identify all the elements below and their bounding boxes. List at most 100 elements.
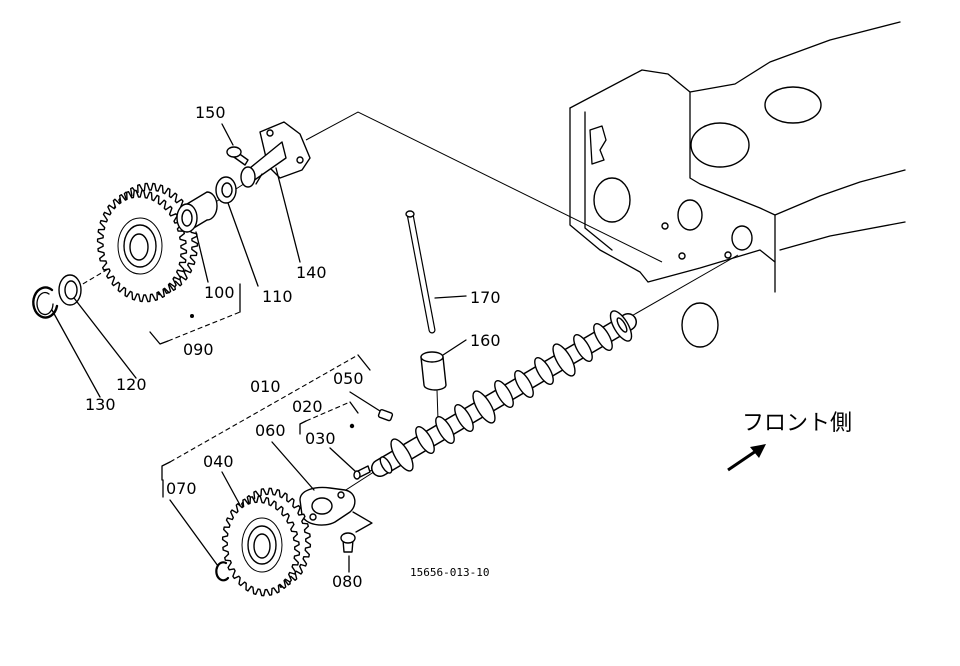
- block-top-outline: [569, 21, 901, 109]
- idle-gear-090: [96, 182, 199, 318]
- leader-040: [221, 471, 241, 506]
- block-hole-cam-bore: [731, 225, 753, 251]
- cam-lobe: [454, 404, 474, 432]
- label-100: 100: [204, 283, 235, 302]
- label-090: 090: [183, 340, 214, 359]
- leader-060: [271, 441, 315, 491]
- gear-090-dot: [190, 314, 194, 318]
- cam-lobe: [435, 416, 455, 444]
- circlip-130-inner: [36, 291, 54, 316]
- thrust-plate-060: [299, 486, 356, 526]
- block-hole-lower: [681, 302, 719, 348]
- cam-gear-040: [221, 487, 312, 597]
- block-bolt-hole-3: [724, 251, 732, 259]
- pin-020-end: [353, 470, 361, 480]
- cam-lobe: [415, 426, 435, 454]
- bracket-080: [352, 511, 373, 533]
- label-080: 080: [332, 572, 363, 591]
- tappet-160: [420, 351, 447, 391]
- washer-110-inner: [221, 182, 233, 198]
- leader-110: [227, 202, 259, 287]
- camshaft-nose: [379, 456, 393, 474]
- bushing-100-bore: [181, 209, 193, 227]
- plate-060-bolt-hole-2: [309, 513, 317, 521]
- bolt-150-head: [226, 146, 242, 158]
- label-070: 070: [166, 479, 197, 498]
- block-notch: [589, 125, 607, 165]
- bracket-010-end: [357, 354, 371, 371]
- bracket-010: [169, 354, 359, 463]
- washer-120-inner: [64, 280, 78, 300]
- cam-lobe: [494, 380, 514, 408]
- housing-to-block-line: [305, 111, 663, 263]
- bracket-020-end: [349, 401, 359, 414]
- label-020: 020: [292, 397, 323, 416]
- label-060: 060: [255, 421, 286, 440]
- push-rod-170-body: [407, 211, 435, 333]
- bracket-090: [167, 311, 241, 342]
- push-rod-170: [405, 210, 436, 334]
- engine-block: [569, 21, 906, 348]
- leader-170: [434, 295, 467, 299]
- pin-030: [349, 423, 355, 429]
- block-hole-top-right: [764, 86, 822, 124]
- plate-060-bolt-hole-1: [337, 491, 345, 499]
- camshaft-journal: [472, 390, 496, 424]
- label-140: 140: [296, 263, 327, 282]
- bracket-020-start: [299, 420, 307, 435]
- leader-140: [275, 167, 301, 263]
- arrow-up-right-icon: [727, 444, 766, 472]
- camshaft-journal: [390, 438, 414, 472]
- key-050: [377, 409, 394, 422]
- cam-lobe: [593, 323, 613, 351]
- block-front-face-edge: [689, 91, 776, 263]
- cam-lobe: [573, 334, 593, 362]
- circlip-130: [32, 286, 59, 319]
- label-130: 130: [85, 395, 116, 414]
- arrow-shaft: [727, 449, 757, 472]
- label-150: 150: [195, 103, 226, 122]
- leader-100: [195, 231, 209, 283]
- gear-090-bore: [129, 233, 149, 261]
- block-right-extension-top: [774, 169, 906, 216]
- cam-lobe: [514, 370, 534, 398]
- pin-020: [353, 465, 371, 480]
- gear-090-hub-ring: [117, 217, 163, 275]
- block-hole-left: [593, 177, 631, 223]
- shaft-140-spindle-end: [240, 166, 256, 188]
- block-hole-large-top: [690, 122, 750, 168]
- shaft-140-flange-hole-1: [266, 129, 274, 137]
- leader-030: [329, 447, 356, 472]
- circlip-130-ring: [32, 286, 59, 319]
- label-030: 030: [305, 429, 336, 448]
- bushing-100: [176, 191, 218, 233]
- block-bolt-hole-1: [661, 222, 669, 230]
- block-inner-left-edge: [584, 111, 613, 251]
- tappet-to-cam-line: [436, 389, 439, 421]
- arrow-head: [750, 444, 766, 458]
- leader-130: [51, 309, 101, 398]
- front-side-indicator: フロント側: [727, 411, 852, 472]
- clip-070: [215, 561, 230, 582]
- camshaft-to-bore-line: [627, 254, 739, 319]
- shaft-140-flat: [255, 173, 263, 185]
- leader-lines: [51, 123, 467, 573]
- leader-160: [442, 339, 467, 356]
- label-170: 170: [470, 288, 501, 307]
- camshaft-end-bore: [616, 317, 628, 333]
- leader-150: [221, 123, 234, 146]
- washer-120: [58, 274, 82, 306]
- camshaft-sections: [379, 310, 633, 474]
- cam-lobe: [534, 357, 554, 385]
- gear-040-hub-ring: [241, 517, 283, 573]
- bracket-090-start: [149, 331, 169, 345]
- diagram-code: 15656-013-10: [410, 566, 489, 579]
- label-040: 040: [203, 452, 234, 471]
- shaft-140-flange-hole-2: [296, 156, 304, 164]
- part-labels: 150 140 110 100 090 120 130 170 160 010 …: [85, 103, 501, 591]
- plate-060-center-hole: [311, 497, 333, 515]
- block-hole-middle: [677, 199, 703, 231]
- label-050: 050: [333, 369, 364, 388]
- bolt-150: [226, 146, 249, 166]
